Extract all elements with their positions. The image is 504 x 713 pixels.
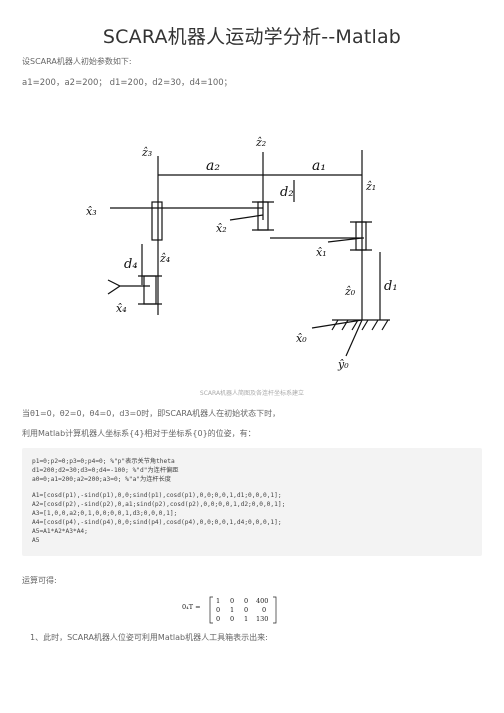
label-x4: x̂₄ <box>116 302 127 315</box>
code-line: A1=[cosd(p1),-sind(p1),0,0;sind(p1),cosd… <box>32 492 282 499</box>
transform-matrix: 0₄T = 1 0 0 400 0 1 0 0 0 0 1 130 <box>182 596 277 624</box>
gripper <box>107 279 150 295</box>
svg-text:0: 0 <box>244 597 248 605</box>
label-x0: x̂₀ <box>296 332 307 345</box>
svg-text:400: 400 <box>256 597 268 605</box>
code-line: A5=A1*A2*A3*A4; <box>32 528 88 535</box>
svg-text:0: 0 <box>216 615 220 623</box>
svg-text:1: 1 <box>244 615 248 623</box>
code-line: A4=[cosd(p4),-sind(p4),0,0;sind(p4),cosd… <box>32 519 282 526</box>
code-line: d1=200;d2=30;d3=0;d4=-100; %"d"为连杆偏距 <box>32 467 179 474</box>
condition-text: 当θ1=0，θ2=0，θ4=0，d3=0时，即SCARA机器人在初始状态下时， <box>22 409 281 418</box>
joint-3 <box>151 201 163 241</box>
code-line: A5 <box>32 537 40 544</box>
figure-caption: SCARA机器人简图及各连杆坐标系建立 <box>199 390 305 397</box>
code-line: A3=[1,0,0,a2;0,1,0,0;0,0,1,d3;0,0,0,1]; <box>32 510 178 517</box>
label-a2: a₂ <box>206 158 220 174</box>
code-line: p1=0;p2=0;p3=0;p4=0; %"p"表示关节角theta <box>32 458 175 465</box>
step-1-text: 1、此时，SCARA机器人位姿可利用Matlab机器人工具箱表示出来: <box>30 633 268 642</box>
label-d2: d₂ <box>280 185 294 200</box>
code-block: p1=0;p2=0;p3=0;p4=0; %"p"表示关节角theta d1=2… <box>22 448 482 556</box>
code-line: a0=0;a1=200;a2=200;a3=0; %"a"为连杆长度 <box>32 476 171 483</box>
svg-text:1: 1 <box>216 597 220 605</box>
code-line: A2=[cosd(p2),-sind(p2),0,a1;sind(p2),cos… <box>32 501 286 508</box>
svg-text:0: 0 <box>230 597 234 605</box>
label-x3: x̂₃ <box>86 205 97 218</box>
label-x2: x̂₂ <box>216 222 227 235</box>
result-label: 运算可得: <box>22 576 57 585</box>
label-y0: ŷ₀ <box>337 358 349 371</box>
label-a1: a₁ <box>312 158 326 174</box>
matrix-symbol: 0₄T = <box>182 603 201 611</box>
svg-text:1: 1 <box>230 606 234 614</box>
svg-text:0: 0 <box>244 606 248 614</box>
svg-text:0: 0 <box>230 615 234 623</box>
label-x1: x̂₁ <box>316 246 327 259</box>
joint-1 <box>355 221 367 251</box>
label-z1: ẑ₁ <box>365 180 376 193</box>
scara-diagram: ẑ₃ ẑ₂ ẑ₁ ẑ₀ ẑ₄ x̂₃ x̂₂ x̂₁ x̂₀ x̂₄ ŷ₀ a₂… <box>86 136 398 371</box>
label-z2: ẑ₂ <box>255 136 266 149</box>
label-z0: ẑ₀ <box>344 285 356 298</box>
label-z3: ẑ₃ <box>141 146 152 159</box>
label-d4: d₄ <box>124 257 138 272</box>
page-title: SCARA机器人运动学分析--Matlab <box>102 26 402 48</box>
parameters-text: a1=200，a2=200； d1=200，d2=30，d4=100； <box>22 78 233 88</box>
joint-4 <box>143 275 157 305</box>
intro-text: 设SCARA机器人初始参数如下: <box>22 57 132 66</box>
label-z4: ẑ₄ <box>159 252 170 265</box>
svg-text:0: 0 <box>262 606 266 614</box>
method-text: 利用Matlab计算机器人坐标系{4}相对于坐标系{0}的位姿，有： <box>22 429 256 438</box>
label-d1: d₁ <box>384 279 398 294</box>
svg-text:0: 0 <box>216 606 220 614</box>
svg-text:130: 130 <box>256 615 268 623</box>
